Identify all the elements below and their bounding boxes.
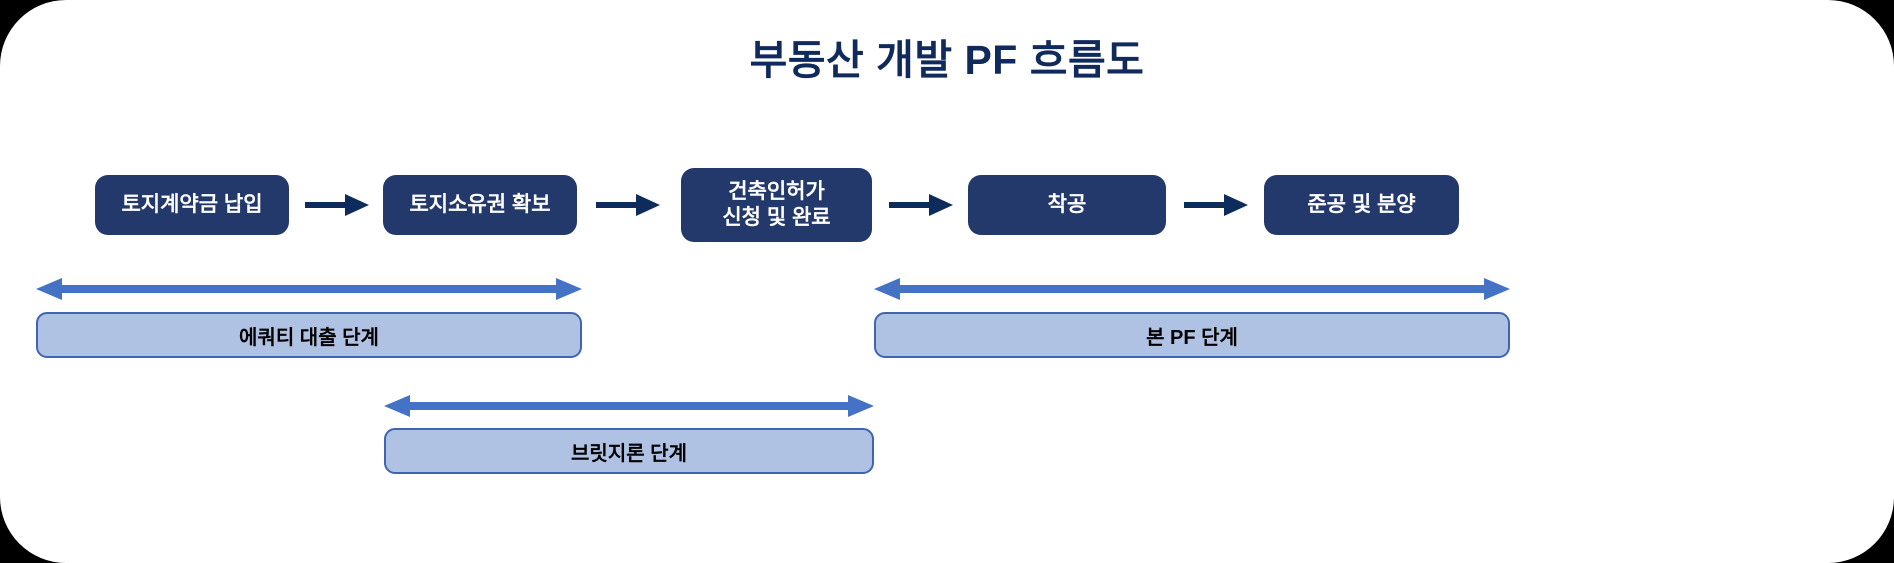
process-box-step-5[interactable]: 준공 및 분양 (1264, 175, 1459, 235)
stage-bar-equity[interactable]: 에쿼티 대출 단계 (36, 312, 582, 358)
process-box-step-1[interactable]: 토지계약금 납입 (95, 175, 289, 235)
process-box-step-4[interactable]: 착공 (968, 175, 1166, 235)
span-arrow-main-pf (874, 278, 1510, 300)
page-title: 부동산 개발 PF 흐름도 (749, 37, 1145, 83)
connector-arrow-1 (305, 194, 369, 216)
connector-arrow-2 (596, 194, 660, 216)
stage-bar-bridge[interactable]: 브릿지론 단계 (384, 428, 874, 474)
span-arrow-equity (36, 278, 582, 300)
process-box-step-3[interactable]: 건축인허가 신청 및 완료 (681, 168, 872, 242)
stage-bar-main-pf[interactable]: 본 PF 단계 (874, 312, 1510, 358)
span-arrow-bridge (384, 395, 874, 417)
connector-arrow-4 (1184, 194, 1248, 216)
process-box-step-2[interactable]: 토지소유권 확보 (383, 175, 577, 235)
connector-arrow-3 (889, 194, 953, 216)
